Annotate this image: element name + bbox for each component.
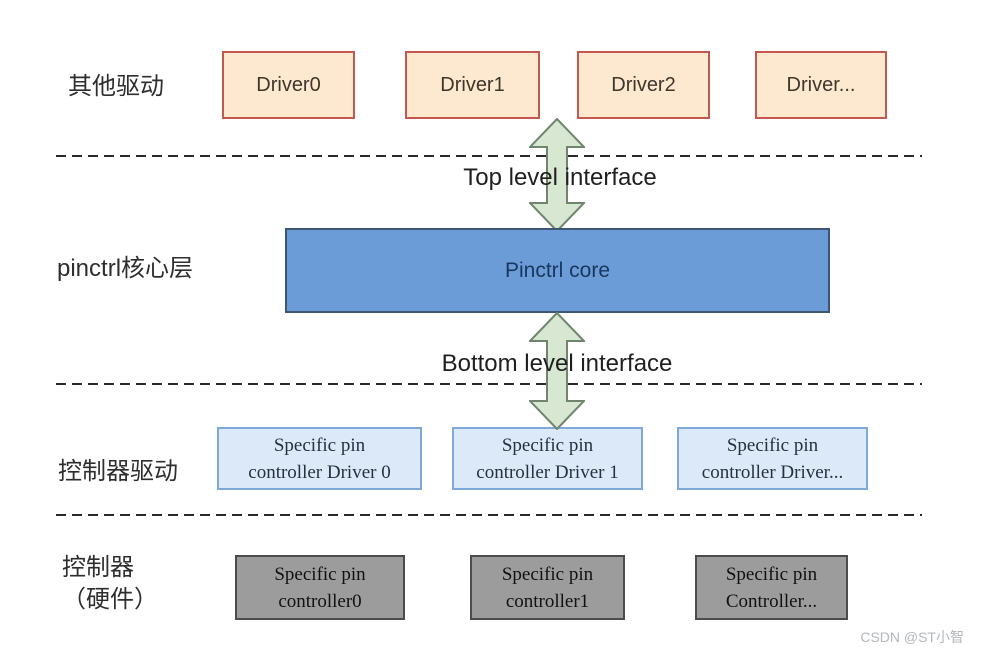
- double-arrow-bottom-interface-icon: [529, 312, 585, 430]
- pinctrl-core-box: Pinctrl core: [285, 228, 830, 313]
- label-hw-controllers-line2: （硬件）: [62, 586, 158, 613]
- box-text-line1: Specific pin: [725, 563, 818, 585]
- hw-controller-box-etc: Specific pin Controller...: [695, 555, 848, 620]
- box-text-line2: controller Driver 1: [476, 461, 619, 483]
- bottom-level-interface-label: Bottom level interface: [441, 350, 673, 377]
- box-text-line2: controller Driver...: [701, 461, 844, 483]
- box-text-line2: Controller...: [725, 590, 818, 612]
- box-text-line1: Specific pin: [501, 563, 594, 585]
- box-text-line2: controller1: [505, 590, 590, 612]
- hw-controller-box-1: Specific pin controller1: [470, 555, 625, 620]
- pin-controller-driver-box-0: Specific pin controller Driver 0: [217, 427, 422, 490]
- top-level-interface-label: Top level interface: [463, 164, 657, 191]
- hw-controller-box-0: Specific pin controller0: [235, 555, 405, 620]
- label-controller-drivers: 控制器驱动: [58, 458, 178, 485]
- label-other-drivers: 其他驱动: [68, 73, 164, 100]
- box-text-line1: Specific pin: [273, 434, 366, 456]
- pin-controller-driver-box-etc: Specific pin controller Driver...: [677, 427, 868, 490]
- csdn-watermark: CSDN @ST小智: [860, 629, 964, 645]
- box-text-line2: controller Driver 0: [248, 461, 391, 483]
- box-text-line1: Specific pin: [274, 563, 366, 585]
- box-text-line1: Specific pin: [726, 434, 819, 456]
- label-hw-controllers: 控制器 （硬件）: [62, 552, 158, 616]
- dashed-separator-bottom: [56, 514, 922, 516]
- driver-box-2: Driver2: [577, 51, 710, 119]
- label-pinctrl-core-layer: pinctrl核心层: [57, 255, 194, 282]
- dashed-separator-top: [56, 155, 922, 157]
- box-text-line2: controller0: [278, 590, 362, 612]
- box-text-line1: Specific pin: [501, 434, 594, 456]
- driver-box-etc: Driver...: [755, 51, 887, 119]
- driver-box-0: Driver0: [222, 51, 355, 119]
- dashed-separator-middle: [56, 383, 922, 385]
- driver-box-1: Driver1: [405, 51, 540, 119]
- label-hw-controllers-line1: 控制器: [62, 554, 134, 581]
- pin-controller-driver-box-1: Specific pin controller Driver 1: [452, 427, 643, 490]
